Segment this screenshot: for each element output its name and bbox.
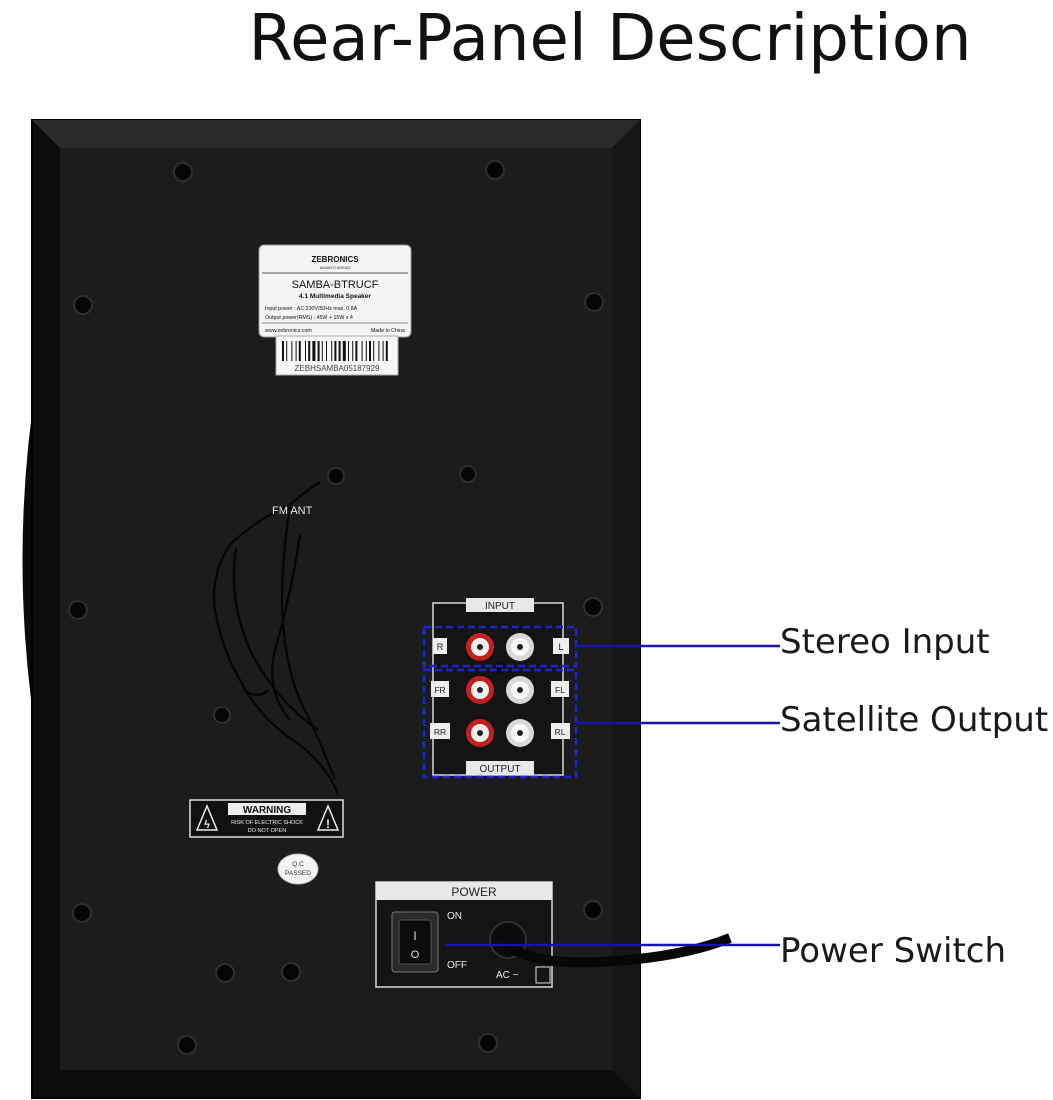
screw-icon [583, 900, 603, 920]
screw-icon [213, 706, 231, 724]
qc-line2: PASSED [285, 870, 311, 877]
jack-label-r: R [437, 642, 444, 652]
label-input-power: Input power : AC 230V/50Hz max. 0.8A [265, 306, 358, 312]
label-tagline: ALWAYS AHEAD [320, 265, 351, 270]
ac-label: AC ~ [496, 970, 519, 981]
screw-icon [173, 162, 193, 182]
jack-label-fr: FR [434, 685, 445, 695]
label-origin: Made in China [371, 328, 405, 334]
power-panel: POWER I O ON OFF AC ~ [375, 881, 553, 988]
screw-icon [584, 292, 604, 312]
warning-line1: RISK OF ELECTRIC SHOCK [231, 820, 303, 826]
jack-label-rr: RR [434, 727, 446, 737]
barcode-serial: ZEBHSAMBA05187929 [295, 364, 380, 373]
screw-icon [485, 160, 505, 180]
output-label: OUTPUT [479, 764, 520, 775]
power-switch[interactable]: I O [391, 911, 439, 973]
switch-on-symbol: I [413, 929, 416, 943]
label-subtitle: 4.1 Multimedia Speaker [299, 293, 371, 300]
qc-line1: Q.C [292, 861, 304, 868]
jack-label-l: L [558, 642, 563, 652]
barcode-sticker: ZEBHSAMBA05187929 [275, 335, 399, 376]
label-output-power: Output power(RMS) : 45W + 15W x 4 [265, 315, 353, 321]
rca-jack-output-fl[interactable] [506, 676, 534, 704]
screw-icon [327, 467, 345, 485]
rca-jack-input-l[interactable] [506, 633, 534, 661]
callout-satellite-output: Satellite Output [780, 700, 1049, 740]
svg-text:ϟ: ϟ [204, 819, 210, 831]
exclamation-warning-icon [316, 804, 340, 831]
screws [68, 160, 604, 1055]
jack-label-fl: FL [555, 685, 565, 695]
power-cord [504, 933, 732, 968]
warning-title: WARNING [243, 805, 292, 816]
satellite-output-highlight [422, 668, 578, 779]
rca-jack-output-fr[interactable] [466, 676, 494, 704]
label-website: www.zebronics.com [265, 328, 312, 334]
screw-icon [72, 903, 92, 923]
on-label: ON [447, 911, 462, 922]
label-model: SAMBA-BTRUCF [292, 279, 379, 291]
rca-jack-output-rl[interactable] [506, 719, 534, 747]
jack-label-rl: RL [555, 727, 566, 737]
callout-power-switch: Power Switch [780, 931, 1007, 971]
warning-label: WARNING RISK OF ELECTRIC SHOCK DO NOT OP… [189, 799, 344, 838]
off-label: OFF [447, 960, 467, 971]
screw-icon [281, 962, 301, 982]
product-label: ZEBRONICS ALWAYS AHEAD SAMBA-BTRUCF 4.1 … [258, 244, 412, 338]
screw-icon [495, 663, 505, 673]
input-label: INPUT [485, 601, 515, 612]
warning-line2: DO NOT OPEN [248, 828, 286, 834]
screw-icon [73, 295, 93, 315]
callout-stereo-input: Stereo Input [780, 622, 990, 662]
screw-icon [215, 963, 235, 983]
switch-off-symbol: O [411, 949, 420, 961]
screw-icon [177, 1035, 197, 1055]
power-title: POWER [451, 885, 497, 899]
svg-text:!: ! [326, 817, 330, 831]
screw-icon [68, 600, 88, 620]
page-title: Rear-Panel Description [248, 2, 972, 76]
fm-antenna-wire [212, 481, 340, 796]
qc-sticker: Q.C PASSED [277, 853, 319, 885]
barcode-icon [282, 341, 388, 361]
screw-icon [478, 1033, 498, 1053]
label-brand: ZEBRONICS [311, 255, 359, 264]
screw-icon [459, 465, 477, 483]
rca-jack-output-rr[interactable] [466, 719, 494, 747]
rca-jack-input-r[interactable] [466, 633, 494, 661]
io-panel: INPUT OUTPUT R L FR FL RR RL [430, 598, 570, 776]
fm-ant-label: FM ANT [272, 505, 313, 517]
screw-icon [583, 597, 603, 617]
shock-warning-icon [195, 804, 219, 831]
